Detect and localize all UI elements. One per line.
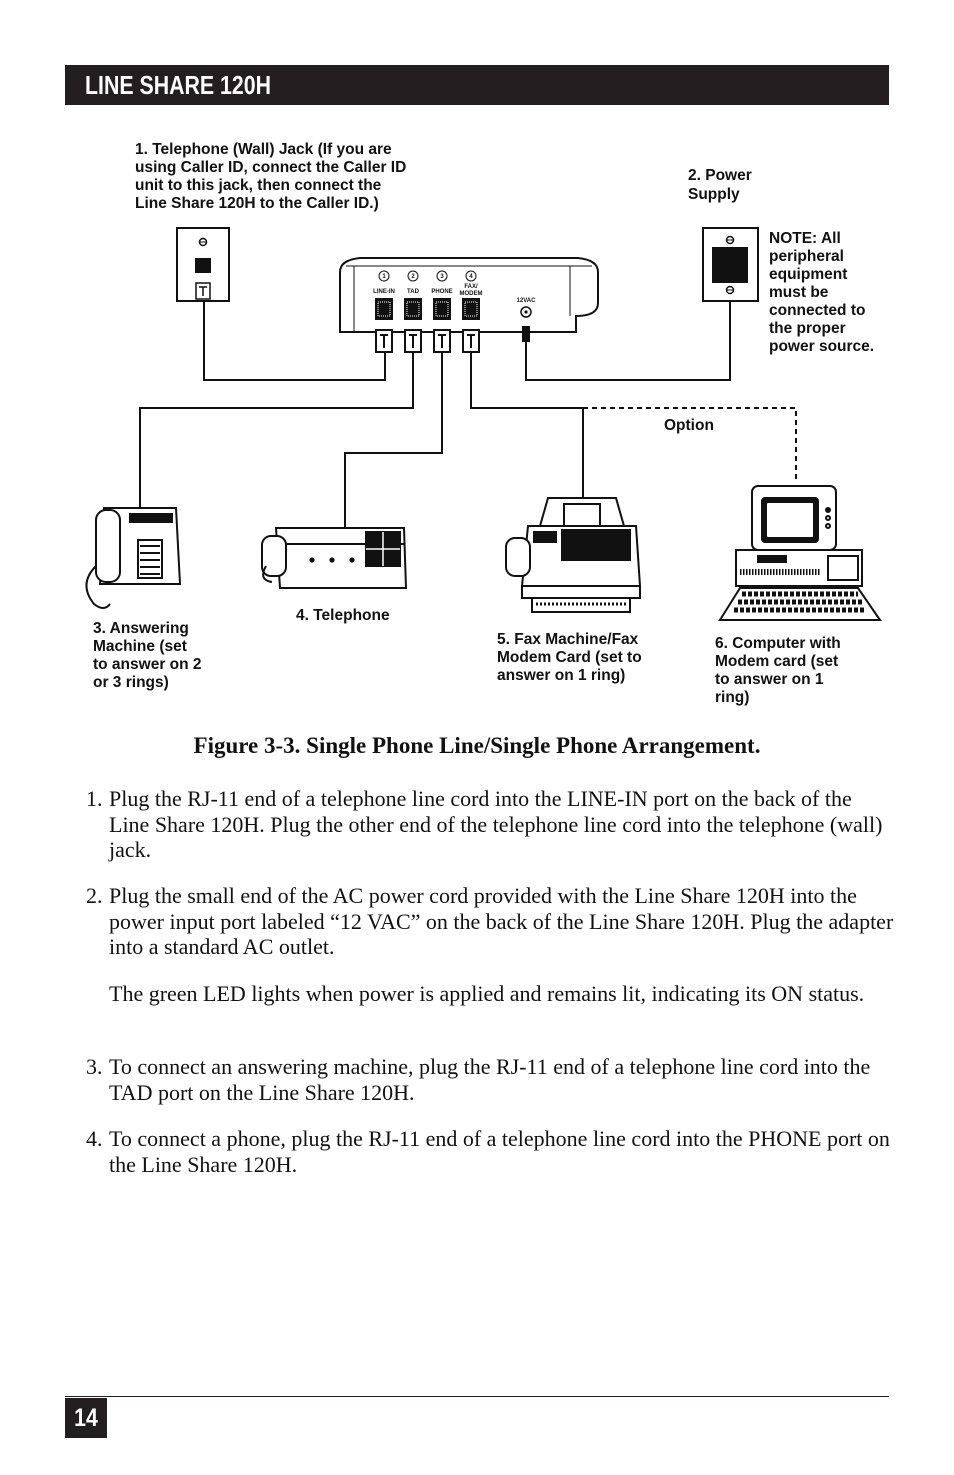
- label-note: must be: [769, 284, 829, 301]
- wire-fax: [470, 350, 584, 498]
- telephone-icon: [261, 527, 408, 589]
- rj11-port-icon: [404, 298, 422, 320]
- label-answering-machine: or 3 rings): [93, 674, 169, 691]
- step-text: To connect a phone, plug the RJ-11 end o…: [109, 1126, 890, 1177]
- wire-tad: [139, 350, 414, 508]
- step-number: 4.: [86, 1126, 103, 1151]
- label-computer: ring): [715, 689, 749, 706]
- running-header-title: LINE SHARE 120H: [85, 70, 272, 100]
- port-number: 3: [440, 274, 444, 280]
- step-number: 2.: [86, 883, 103, 908]
- rj11-port-icon: [375, 298, 393, 320]
- step-2-note: The green LED lights when power is appli…: [86, 981, 896, 1007]
- label-fax-machine: answer on 1 ring): [497, 667, 625, 684]
- rj11-port-icon: [433, 298, 451, 320]
- label-wall-jack: using Caller ID, connect the Caller ID: [135, 159, 406, 176]
- label-note: the proper: [769, 320, 846, 337]
- rj11-port-icon: [462, 298, 480, 320]
- label-option: Option: [664, 417, 714, 434]
- label-computer: to answer on 1: [715, 671, 824, 688]
- wall-jack-icon: [176, 227, 230, 302]
- label-fax-machine: 5. Fax Machine/Fax: [497, 631, 639, 648]
- step-text: Plug the RJ-11 end of a telephone line c…: [109, 786, 883, 862]
- port-label: PHONE: [431, 289, 452, 295]
- footer-rule: [65, 1396, 889, 1397]
- port-label: MODEM: [460, 291, 483, 297]
- label-note: connected to: [769, 302, 865, 319]
- label-power-supply: 2. Power: [688, 167, 752, 184]
- port-label: TAD: [407, 289, 420, 295]
- figure-caption: Figure 3-3. Single Phone Line/Single Pho…: [193, 733, 761, 758]
- label-fax-machine: Modem Card (set to: [497, 649, 642, 666]
- port-label: FAX/: [464, 284, 478, 290]
- port-number-circle: [378, 270, 390, 282]
- step-1: 1. Plug the RJ-11 end of a telephone lin…: [86, 786, 896, 863]
- label-computer: 6. Computer with: [715, 635, 841, 652]
- port-label: LINE-IN: [373, 289, 395, 295]
- answering-machine-icon: [85, 507, 182, 609]
- label-wall-jack: Line Share 120H to the Caller ID.): [135, 195, 379, 212]
- label-power-supply: Supply: [688, 186, 740, 203]
- port-number: 2: [411, 274, 415, 280]
- step-3: 3. To connect an answering machine, plug…: [86, 1054, 896, 1105]
- page-number: 14: [74, 1404, 98, 1432]
- label-note: equipment: [769, 266, 847, 283]
- step-text: The green LED lights when power is appli…: [109, 981, 865, 1006]
- label-note: power source.: [769, 338, 874, 355]
- label-wall-jack: unit to this jack, then connect the: [135, 177, 382, 194]
- step-number: 1.: [86, 786, 103, 811]
- label-answering-machine: Machine (set: [93, 638, 187, 655]
- step-2: 2. Plug the small end of the AC power co…: [86, 883, 896, 960]
- page-number-box: 14: [65, 1398, 107, 1438]
- power-port-label: 12VAC: [517, 298, 537, 304]
- label-note: peripheral: [769, 248, 844, 265]
- port-number: 1: [382, 274, 386, 280]
- wire-option-dashed: [583, 407, 797, 482]
- label-telephone: 4. Telephone: [296, 607, 390, 624]
- port-number: 4: [469, 274, 473, 280]
- port-number-circle: [436, 270, 448, 282]
- label-computer: Modem card (set: [715, 653, 838, 670]
- fax-machine-icon: [505, 497, 642, 613]
- wire-power: [525, 298, 731, 381]
- header-bar: LINE SHARE 120H: [65, 65, 889, 105]
- step-text: Plug the small end of the AC power cord …: [109, 883, 894, 959]
- label-wall-jack: 1. Telephone (Wall) Jack (If you are: [135, 141, 392, 158]
- wire-phone: [344, 350, 443, 528]
- label-answering-machine: 3. Answering: [93, 620, 189, 637]
- step-4: 4. To connect a phone, plug the RJ-11 en…: [86, 1126, 896, 1177]
- power-outlet-icon: [702, 227, 759, 302]
- computer-icon: [718, 485, 882, 621]
- port-number-circle: [407, 270, 419, 282]
- label-note: NOTE: All: [769, 230, 841, 247]
- label-answering-machine: to answer on 2: [93, 656, 202, 673]
- step-number: 3.: [86, 1054, 103, 1079]
- wire-line-in: [203, 298, 386, 381]
- port-number-circle: [465, 270, 477, 282]
- step-text: To connect an answering machine, plug th…: [109, 1054, 871, 1105]
